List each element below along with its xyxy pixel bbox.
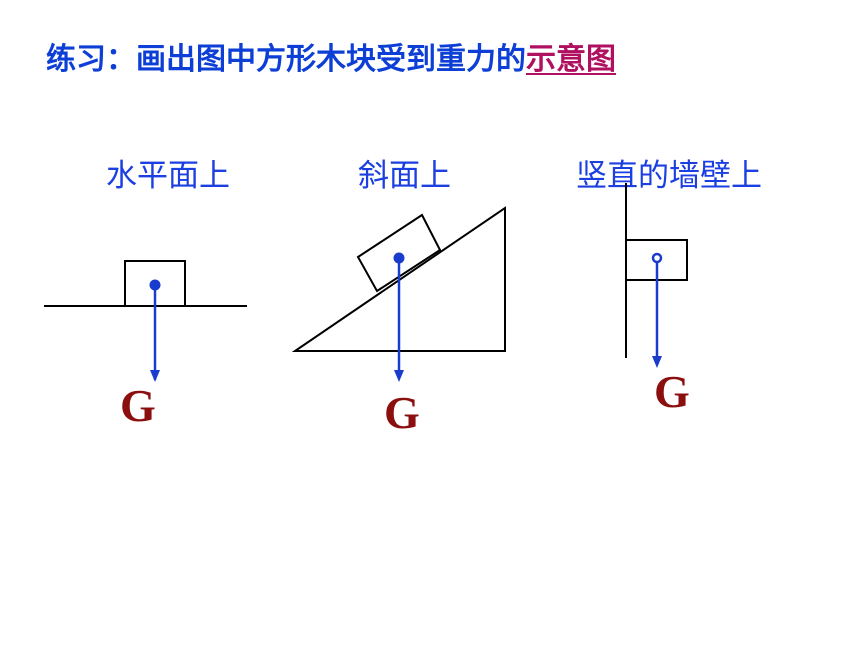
caption-horizontal-surface: 水平面上 xyxy=(106,158,230,194)
page-title: 练习：画出图中方形木块受到重力的示意图 xyxy=(46,34,616,78)
gravity-arrowhead xyxy=(150,370,160,382)
caption-vertical-wall: 竖直的墙壁上 xyxy=(576,158,762,194)
panel-wall xyxy=(625,183,688,368)
panel-horizontal xyxy=(44,260,247,382)
gravity-arrowhead xyxy=(652,356,662,368)
panel-incline xyxy=(291,206,506,382)
title-text: 练习：画出图中方形木块受到重力的 xyxy=(46,42,526,77)
force-label-g-incline: G xyxy=(384,387,420,438)
force-label-g-horizontal: G xyxy=(120,380,156,431)
diagram-link[interactable]: 示意图 xyxy=(526,42,616,77)
center-of-gravity-dot xyxy=(651,252,663,264)
gravity-arrowhead xyxy=(394,370,404,382)
force-label-g-wall: G xyxy=(654,366,690,417)
caption-incline: 斜面上 xyxy=(358,158,451,194)
